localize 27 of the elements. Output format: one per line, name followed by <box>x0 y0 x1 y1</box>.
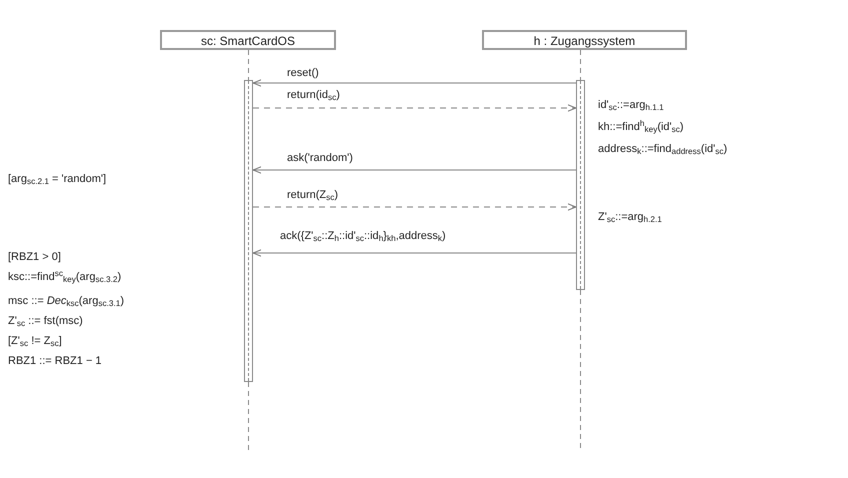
message-label: return(Z$_{sc}$) <box>287 188 338 202</box>
activation-bar <box>244 80 253 382</box>
message-arrow <box>252 166 576 174</box>
lifeline <box>248 50 249 80</box>
message-label: ask('random') <box>287 151 353 165</box>
constraint-note: Z'$_{sc}$::=arg$_{h.2.1}$ <box>598 210 662 224</box>
object-box: sc: SmartCardOS <box>160 30 336 50</box>
message-label: return(id$_{sc}$) <box>287 88 340 102</box>
constraint-note: ksc::=find$^{sc}$$_{key}$(arg$_{sc.3.2}$) <box>8 270 122 284</box>
object-box: h : Zugangssystem <box>482 30 687 50</box>
constraint-note: address$_{k}$::=find$_{address}$(id'$_{sc}$) <box>598 142 728 156</box>
constraint-note: msc ::= Dec$_{ksc}$(arg$_{sc.3.1}$) <box>8 294 124 308</box>
constraint-note: RBZ1 ::= RBZ1 − 1 <box>8 354 102 368</box>
constraint-note: Z'$_{sc}$ ::= fst(msc) <box>8 314 83 328</box>
return-message-arrow <box>253 104 576 112</box>
activation-bar <box>576 80 585 290</box>
constraint-note: id'$_{sc}$::=arg$_{h.1.1}$ <box>598 98 664 112</box>
constraint-note: [RBZ1 > 0] <box>8 250 61 264</box>
return-message-arrow <box>253 203 576 211</box>
lifeline <box>580 50 581 80</box>
message-arrow <box>252 249 576 257</box>
constraint-note: [arg$_{sc.2.1}$ = 'random'] <box>8 172 106 186</box>
message-label: reset() <box>287 66 319 80</box>
constraint-note: kh::=find$^{h}$$_{key}$(id'$_{sc}$) <box>598 120 684 134</box>
message-arrow <box>252 79 576 87</box>
message-label: ack({Z'$_{sc}$::Z$_{h}$::id'$_{sc}$::id$_{h}$}$_{kh}$,address$_{k}$) <box>280 229 446 243</box>
constraint-note: [Z'$_{sc}$ != Z$_{sc}$] <box>8 334 62 348</box>
